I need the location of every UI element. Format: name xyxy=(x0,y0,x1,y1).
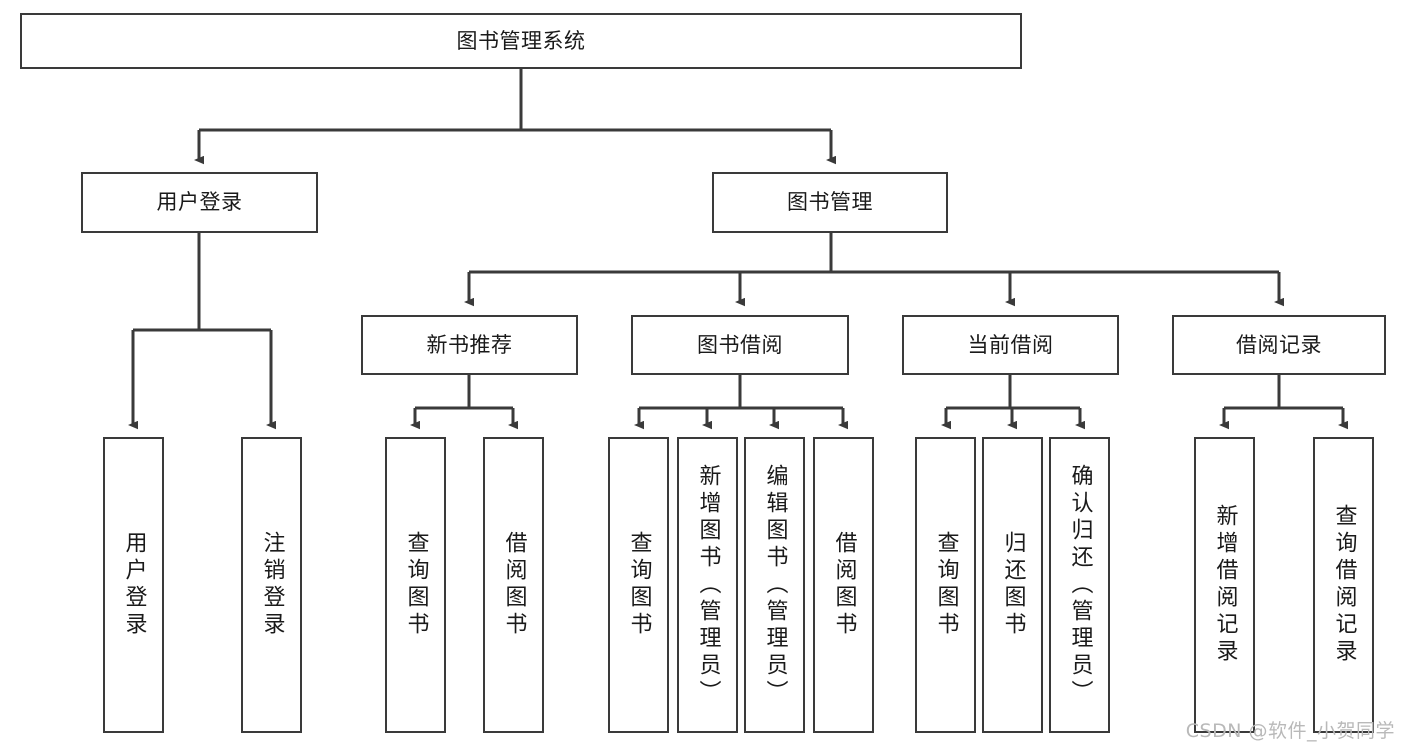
node-label: 查询图书 xyxy=(933,531,959,639)
watermark-text: CSDN @软件_小贺同学 xyxy=(1185,720,1395,742)
node-label: 确认归还（管理员） xyxy=(1067,463,1093,707)
node-borrow-record[interactable]: 借阅记录 xyxy=(1172,315,1386,375)
node-label: 借阅图书 xyxy=(831,531,857,639)
node-root-book-management-system[interactable]: 图书管理系统 xyxy=(20,13,1022,69)
node-user-login[interactable]: 用户登录 xyxy=(81,172,318,233)
node-label: 新增借阅记录 xyxy=(1212,504,1238,666)
node-label: 图书管理系统 xyxy=(456,28,586,53)
node-new-book-recommend[interactable]: 新书推荐 xyxy=(361,315,578,375)
node-label: 当前借阅 xyxy=(967,332,1054,357)
leaf-current-borrow-confirm-return-admin[interactable]: 确认归还（管理员） xyxy=(1049,437,1110,733)
leaf-borrow-record-add-record[interactable]: 新增借阅记录 xyxy=(1194,437,1255,733)
node-label: 用户登录 xyxy=(156,190,243,215)
leaf-user-login-logout[interactable]: 注销登录 xyxy=(241,437,302,733)
node-label: 图书借阅 xyxy=(697,332,783,357)
leaf-book-borrow-query-book[interactable]: 查询图书 xyxy=(608,437,669,733)
node-label: 新书推荐 xyxy=(426,332,513,357)
leaf-book-borrow-borrow-book[interactable]: 借阅图书 xyxy=(813,437,874,733)
node-current-borrow[interactable]: 当前借阅 xyxy=(902,315,1119,375)
node-book-management[interactable]: 图书管理 xyxy=(712,172,948,233)
node-book-borrow[interactable]: 图书借阅 xyxy=(631,315,849,375)
leaf-current-borrow-return-book[interactable]: 归还图书 xyxy=(982,437,1043,733)
leaf-book-borrow-add-book-admin[interactable]: 新增图书（管理员） xyxy=(677,437,738,733)
node-label: 借阅记录 xyxy=(1236,332,1322,357)
node-label: 用户登录 xyxy=(121,531,147,639)
node-label: 图书管理 xyxy=(787,190,873,215)
node-label: 查询图书 xyxy=(403,531,429,639)
leaf-book-borrow-edit-book-admin[interactable]: 编辑图书（管理员） xyxy=(744,437,805,733)
leaf-new-book-borrow-book[interactable]: 借阅图书 xyxy=(483,437,544,733)
node-label: 归还图书 xyxy=(1000,531,1026,639)
node-label: 编辑图书（管理员） xyxy=(762,463,788,707)
node-label: 查询图书 xyxy=(626,531,652,639)
node-label: 借阅图书 xyxy=(501,531,527,639)
node-label: 查询借阅记录 xyxy=(1331,504,1357,666)
leaf-user-login-login[interactable]: 用户登录 xyxy=(103,437,164,733)
leaf-current-borrow-query-book[interactable]: 查询图书 xyxy=(915,437,976,733)
leaf-borrow-record-query-record[interactable]: 查询借阅记录 xyxy=(1313,437,1374,733)
leaf-new-book-query-book[interactable]: 查询图书 xyxy=(385,437,446,733)
node-label: 新增图书（管理员） xyxy=(695,463,721,707)
node-label: 注销登录 xyxy=(259,531,285,639)
